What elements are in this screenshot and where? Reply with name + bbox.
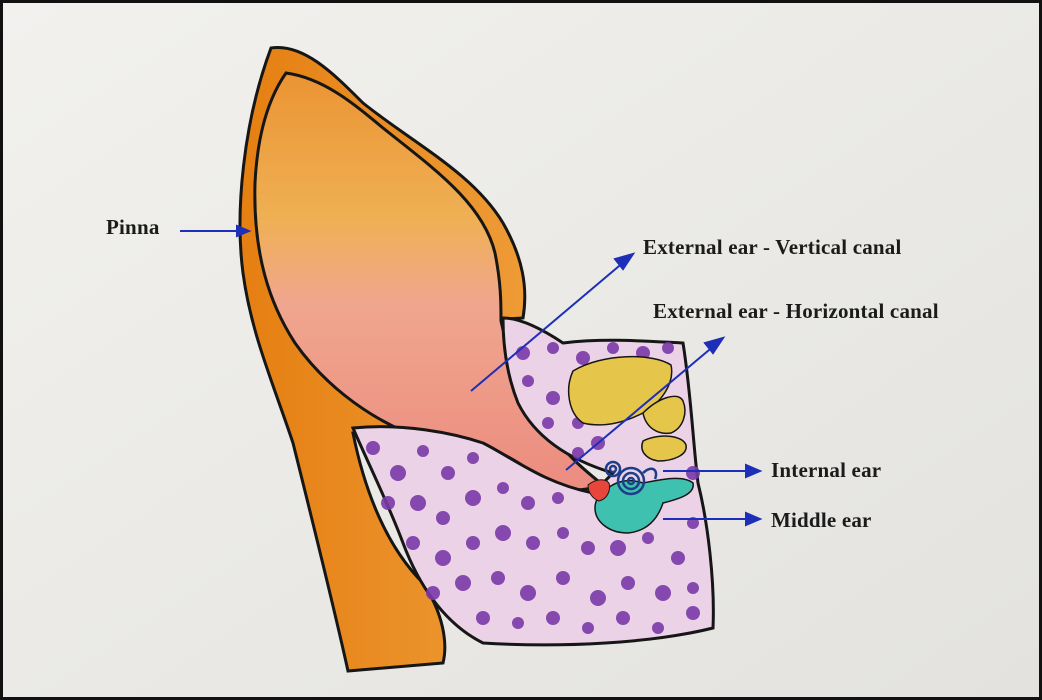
label-pinna: Pinna: [106, 215, 160, 240]
label-external-ear-vertical-canal: External ear - Vertical canal: [643, 235, 902, 260]
label-internal-ear: Internal ear: [771, 458, 881, 483]
ear-illustration: [3, 3, 1042, 700]
label-middle-ear: Middle ear: [771, 508, 872, 533]
label-external-ear-horizontal-canal: External ear - Horizontal canal: [653, 299, 939, 324]
